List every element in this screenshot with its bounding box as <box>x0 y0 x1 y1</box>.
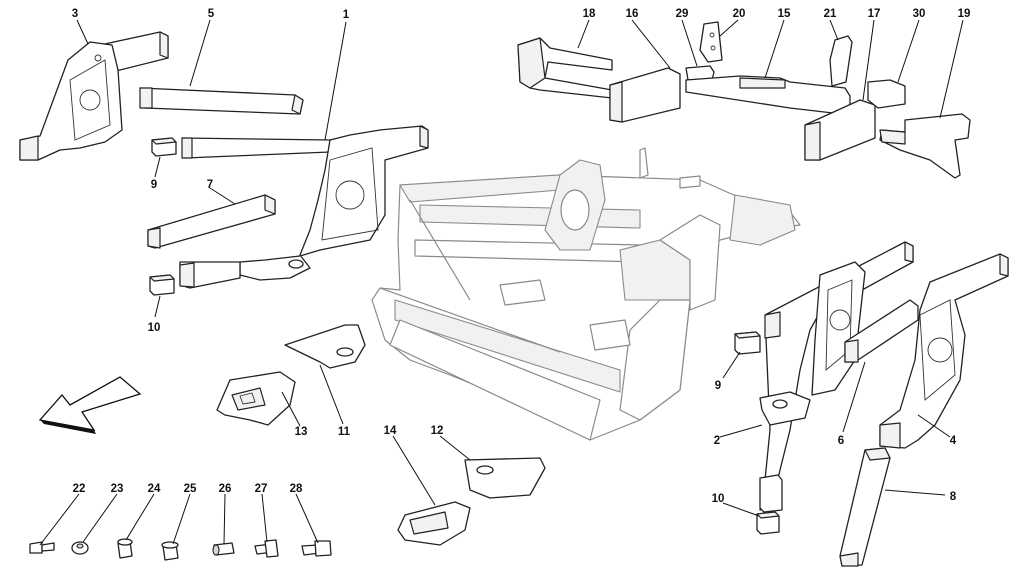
callout-24: 24 <box>148 483 161 495</box>
callout-9-right: 9 <box>715 380 721 392</box>
part-7-cross-member <box>147 194 276 249</box>
part-1-side-rail-with-bracket <box>179 125 429 289</box>
callout-4: 4 <box>950 435 957 447</box>
callout-6: 6 <box>838 435 844 447</box>
callout-17: 17 <box>868 8 881 20</box>
part-21-gusset <box>829 35 853 87</box>
callout-labels: 3 5 1 9 7 10 13 11 14 12 22 23 24 25 26 … <box>72 8 971 505</box>
chassis-frame-reference <box>371 147 801 441</box>
callout-28: 28 <box>290 483 303 495</box>
callout-12: 12 <box>431 425 444 437</box>
callout-29: 29 <box>676 8 689 20</box>
callout-8: 8 <box>950 491 957 503</box>
part-5-upper-rail <box>139 87 304 115</box>
part-27-bolt <box>254 539 279 558</box>
callout-26: 26 <box>219 483 232 495</box>
callout-7: 7 <box>207 179 213 191</box>
part-29-small-bracket <box>685 65 715 81</box>
part-8-box-section <box>839 447 891 567</box>
part-3-rear-rail-with-bracket <box>19 31 169 161</box>
part-24-bushing <box>117 538 133 559</box>
part-18-bracket <box>517 37 613 99</box>
callout-23: 23 <box>111 483 124 495</box>
part-30-small-bracket <box>867 79 906 109</box>
part-9-spacer-block-left <box>151 137 177 157</box>
part-12-floor-plate <box>464 457 546 499</box>
callout-25: 25 <box>184 483 197 495</box>
callout-14: 14 <box>384 425 397 437</box>
callout-15: 15 <box>778 8 791 20</box>
part-10-spacer-block-right <box>756 511 780 535</box>
callout-10-left: 10 <box>148 322 161 334</box>
part-22-rivet <box>29 541 55 554</box>
part-28-bolt <box>301 540 332 557</box>
part-4-rear-rail-with-bracket <box>879 253 1009 449</box>
callout-11: 11 <box>338 426 351 438</box>
part-11-floor-plate <box>284 324 366 369</box>
callout-22: 22 <box>73 483 86 495</box>
callout-20: 20 <box>733 8 746 20</box>
part-26-stud <box>212 542 235 556</box>
part-9-spacer-block-right <box>734 331 761 355</box>
part-25-bushing <box>161 541 179 561</box>
callout-19: 19 <box>958 8 971 20</box>
callout-9-left: 9 <box>151 179 157 191</box>
part-14-floor-bracket <box>397 501 471 546</box>
callout-13: 13 <box>295 426 308 438</box>
part-15-cross-member <box>685 75 851 116</box>
part-16-box-section <box>609 67 681 123</box>
callout-30: 30 <box>913 8 926 20</box>
part-10-spacer-block-left <box>149 274 175 296</box>
callout-27: 27 <box>255 483 268 495</box>
callout-5: 5 <box>208 8 215 20</box>
callout-1: 1 <box>343 9 350 21</box>
callout-16: 16 <box>626 8 639 20</box>
part-20-mounting-plate <box>699 21 723 63</box>
part-17-box-section <box>804 99 876 161</box>
callout-2: 2 <box>714 435 720 447</box>
callout-10-right: 10 <box>712 493 725 505</box>
part-23-grommet <box>71 541 89 555</box>
part-19-rail-assembly <box>879 113 971 179</box>
part-2-side-rail-with-bracket <box>759 241 914 513</box>
callout-3: 3 <box>72 8 78 20</box>
leader-lines <box>39 19 964 546</box>
callout-18: 18 <box>583 8 596 20</box>
callout-21: 21 <box>824 8 837 20</box>
arrow-left-down-icon <box>38 376 142 434</box>
part-13-floor-bracket <box>216 371 296 426</box>
part-6-cross-member <box>844 299 919 363</box>
